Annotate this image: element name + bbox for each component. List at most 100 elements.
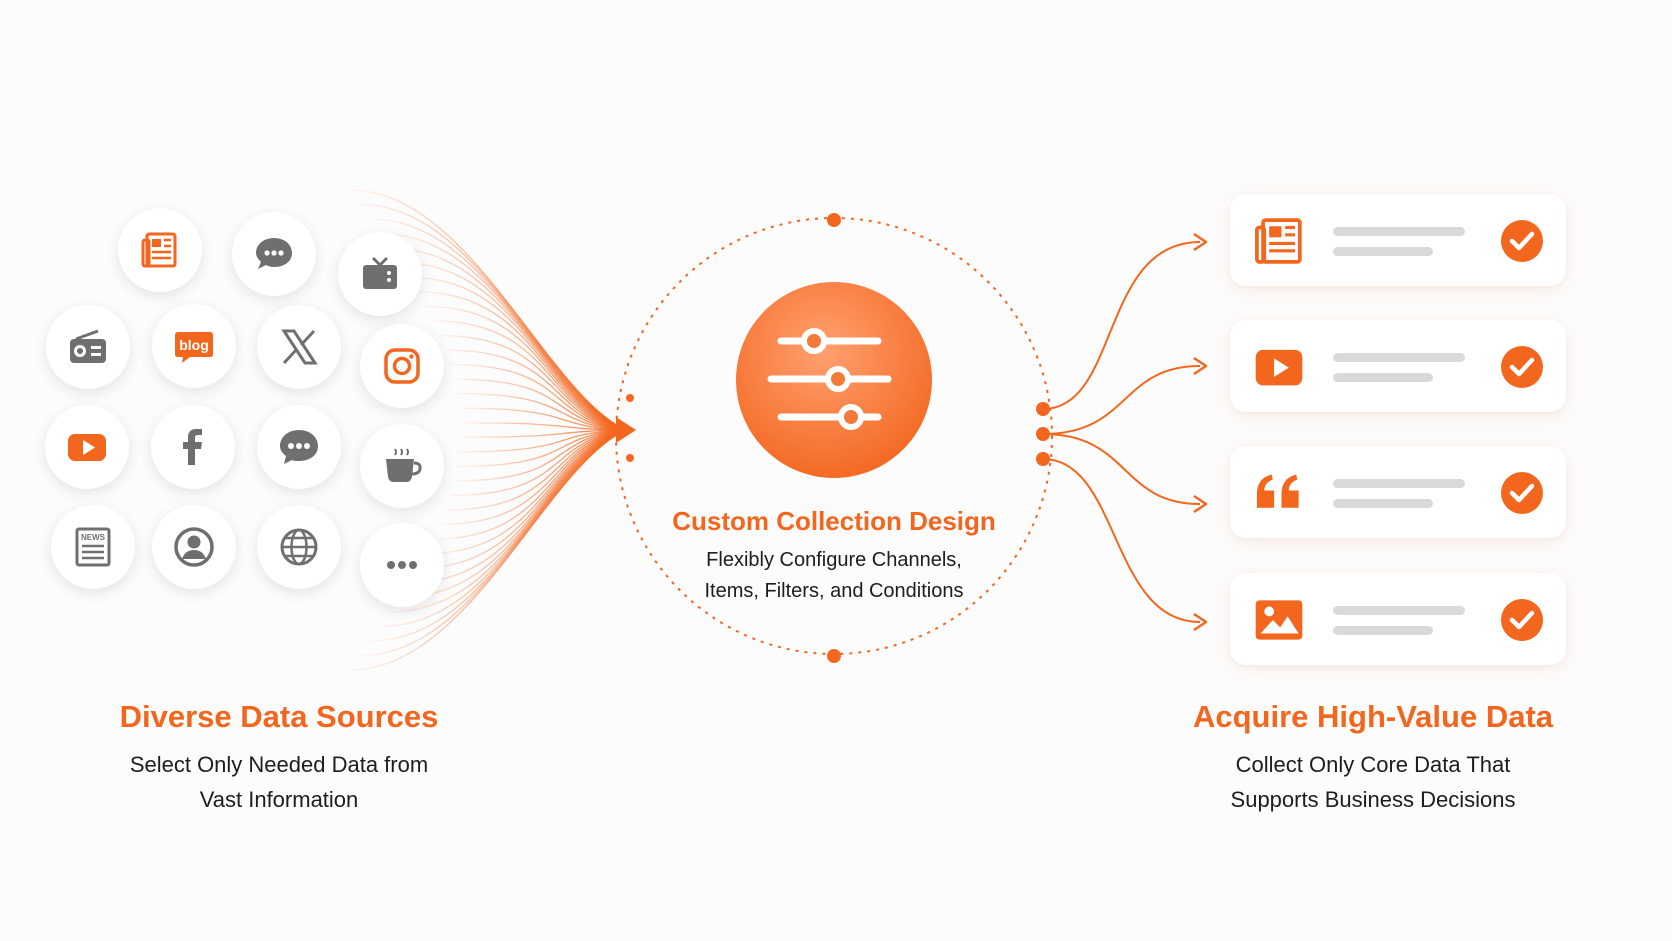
output-card-video xyxy=(1230,320,1566,412)
placeholder-line xyxy=(1333,373,1433,382)
source-more-bubble xyxy=(360,523,444,607)
fan-line xyxy=(380,232,627,431)
newspaper-icon xyxy=(1255,218,1302,264)
source-facebook-bubble xyxy=(151,405,235,489)
fan-line xyxy=(458,429,627,453)
fan-line xyxy=(400,262,627,431)
fan-line xyxy=(445,349,627,431)
source-tv-bubble xyxy=(338,232,422,316)
fan-line xyxy=(433,429,627,540)
source-x-bubble xyxy=(257,305,341,389)
right-description: Collect Only Core Data That Supports Bus… xyxy=(1148,747,1598,817)
sliders-icon xyxy=(767,328,892,430)
news-label: NEWS xyxy=(81,533,106,542)
source-globe-bubble xyxy=(257,505,341,589)
fan-line xyxy=(439,334,627,431)
fan-line xyxy=(453,429,627,482)
blog-label: blog xyxy=(179,337,209,353)
source-radio-bubble xyxy=(46,305,130,389)
left-title: Diverse Data Sources xyxy=(119,699,439,734)
source-news-bubble: NEWS xyxy=(51,505,135,589)
quote-icon xyxy=(1256,474,1299,508)
branch-dot-2 xyxy=(1036,427,1050,441)
source-instagram-bubble xyxy=(360,324,444,408)
right-desc-line2: Supports Business Decisions xyxy=(1230,787,1516,812)
center-desc-line1: Flexibly Configure Channels, xyxy=(706,549,962,571)
fan-line xyxy=(390,247,627,431)
placeholder-line xyxy=(1333,606,1465,615)
youtube-icon xyxy=(68,434,106,461)
output-branches xyxy=(1042,241,1201,623)
branch-dot-1 xyxy=(1036,402,1050,416)
output-card-image xyxy=(1230,573,1566,665)
fan-arrow-head xyxy=(616,417,636,443)
user-circle-icon xyxy=(174,527,214,567)
fan-line xyxy=(458,407,627,431)
left-desc-line1: Select Only Needed Data from xyxy=(129,752,429,777)
newspaper-icon xyxy=(141,232,177,268)
center-desc-line2: Items, Filters, and Conditions xyxy=(704,580,964,602)
left-desc-line2: Vast Information xyxy=(199,787,359,812)
image-icon xyxy=(1255,600,1303,640)
ring-dot-left-upper xyxy=(626,394,634,402)
check-icon xyxy=(1501,220,1543,262)
globe-icon xyxy=(280,528,318,566)
fan-line xyxy=(417,429,627,569)
news-paper-icon: NEWS xyxy=(75,527,111,567)
fan-line xyxy=(425,305,627,431)
source-user-bubble xyxy=(152,505,236,589)
source-coffee-bubble xyxy=(360,424,444,508)
message-dots-icon xyxy=(280,430,318,464)
radio-icon xyxy=(70,329,106,363)
coffee-cup-icon xyxy=(386,448,422,482)
source-newspaper-bubble xyxy=(118,208,202,292)
output-card-article xyxy=(1230,194,1566,286)
output-card-quote xyxy=(1230,446,1566,538)
more-icon xyxy=(387,561,417,569)
ring-dot-top xyxy=(827,213,841,227)
fan-line xyxy=(425,429,627,555)
fan-line xyxy=(409,429,627,584)
fan-line xyxy=(349,189,627,431)
source-youtube-bubble xyxy=(45,405,129,489)
fan-line xyxy=(445,429,627,511)
fan-line xyxy=(417,291,627,431)
fan-line xyxy=(453,378,627,431)
center-description: Flexibly Configure Channels, Items, Filt… xyxy=(634,545,1034,607)
fan-line xyxy=(360,203,627,431)
fan-line xyxy=(439,429,627,526)
placeholder-line xyxy=(1333,227,1465,236)
placeholder-line xyxy=(1333,247,1433,256)
fan-line xyxy=(370,218,627,431)
right-desc-line1: Collect Only Core Data That xyxy=(1235,752,1511,777)
source-chat-bubble xyxy=(232,212,316,296)
x-logo-icon xyxy=(281,329,318,365)
placeholder-line xyxy=(1333,499,1433,508)
center-title: Custom Collection Design xyxy=(672,506,996,536)
source-message-bubble xyxy=(257,405,341,489)
fan-line xyxy=(456,392,627,431)
fan-line xyxy=(409,276,627,431)
ring-dot-left-lower xyxy=(626,454,634,462)
check-icon xyxy=(1501,599,1543,641)
placeholder-line xyxy=(1333,626,1433,635)
fan-line xyxy=(349,429,627,671)
tv-icon xyxy=(363,256,397,289)
blog-icon: blog xyxy=(175,332,213,363)
left-description: Select Only Needed Data from Vast Inform… xyxy=(79,747,479,817)
check-icon xyxy=(1501,346,1543,388)
fan-line xyxy=(456,429,627,468)
check-icon xyxy=(1501,472,1543,514)
fan-line xyxy=(450,429,627,497)
placeholder-line xyxy=(1333,353,1465,362)
source-fan-lines xyxy=(349,189,627,671)
ring-dot-bottom xyxy=(827,649,841,663)
fan-line xyxy=(450,363,627,431)
right-title: Acquire High-Value Data xyxy=(1192,699,1554,734)
source-blog-bubble: blog xyxy=(152,304,236,388)
fan-line xyxy=(459,422,627,431)
video-play-icon xyxy=(1255,349,1303,386)
output-arrowheads xyxy=(1193,232,1208,632)
